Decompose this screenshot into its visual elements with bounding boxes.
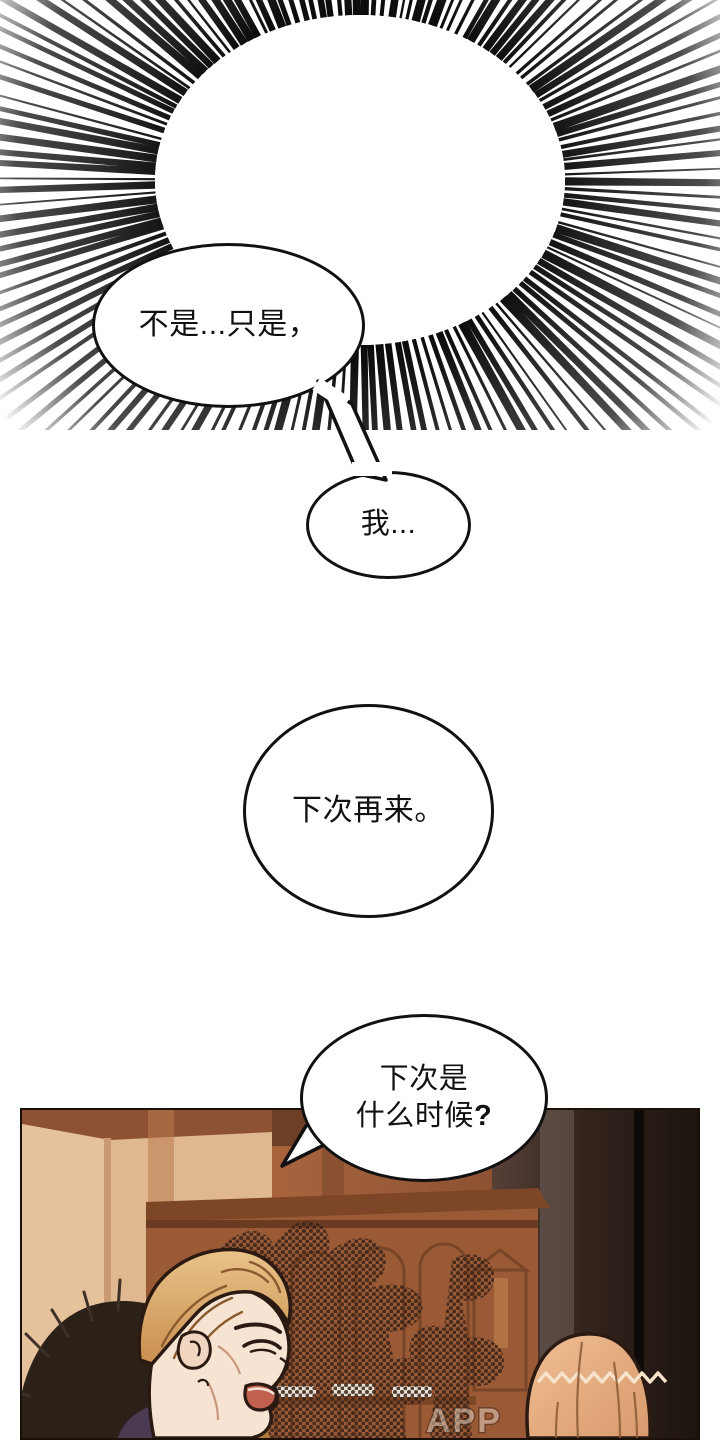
svg-text:APP: APP	[426, 1402, 502, 1438]
bubble-4-line-2: 什么时候	[355, 1100, 475, 1132]
wall-corner-edge	[104, 1138, 111, 1438]
focus-lines-group	[0, 0, 720, 430]
cabinet-glass-reflection	[494, 1278, 508, 1348]
cabinet-cornice	[146, 1188, 550, 1222]
bubble-3-text: 下次再来。	[292, 793, 445, 827]
bubble-2-text: 我...	[360, 508, 417, 541]
bubble-1-text: 不是...只是，	[138, 308, 319, 342]
speech-bubble-when-is-next-time: 下次是什么时候?	[300, 1014, 548, 1182]
speech-bubble-me: 我...	[306, 471, 471, 579]
focus-lines-svg	[0, 0, 720, 430]
speech-bubble-not-it: 不是...只是，	[92, 243, 365, 408]
dark-edge-band	[634, 1110, 644, 1438]
bubble-4-question-mark: ?	[474, 1100, 493, 1132]
cabinet-cornice-shadow	[146, 1220, 538, 1228]
cabinet-pediment	[469, 1248, 531, 1272]
bubble-4-line-1: 下次是	[379, 1062, 469, 1095]
blonde-head-back	[525, 1332, 668, 1438]
blond-man-profile	[137, 1247, 292, 1438]
bubble-4-text: 下次是什么时候?	[356, 1061, 493, 1135]
speech-bubble-come-next-time: 下次再来。	[243, 704, 494, 918]
watermark: APP	[425, 1401, 502, 1439]
radial-speed-lines-effect	[0, 0, 720, 430]
